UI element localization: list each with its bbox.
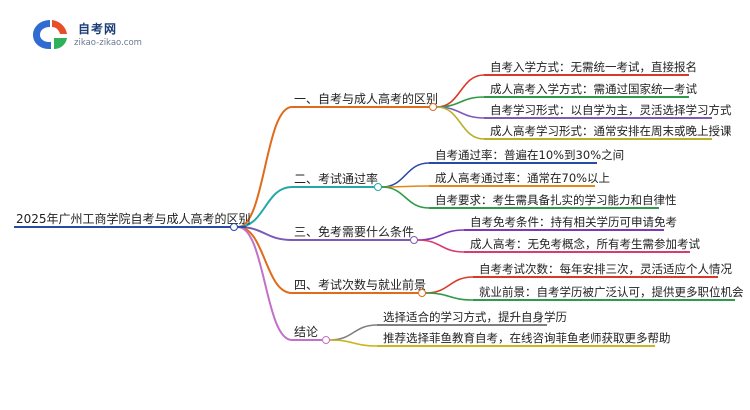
root-collapse-toggle[interactable] — [230, 223, 238, 231]
logo-title: 自考网 — [78, 22, 118, 36]
site-logo: 自考网 zikao-zikao.com — [30, 14, 190, 54]
branch-topic-3: 三、免考需要什么条件 — [294, 225, 415, 239]
leaf-topic: 就业前景：自考学历被广泛认可，提供更多职位机会 — [479, 285, 744, 299]
leaf-topic: 成人高考学习形式：通常安排在周末或晚上授课 — [490, 124, 732, 138]
branch-underline-4 — [292, 292, 418, 294]
branch-topic-1: 一、自考与成人高考的区别 — [294, 92, 439, 106]
leaf-underline — [484, 74, 689, 76]
leaf-topic: 自考免考条件：持有相关学历可申请免考 — [470, 215, 677, 229]
logo-url: zikao-zikao.com — [74, 38, 142, 48]
branch-topic-4: 四、考试次数与就业前景 — [294, 278, 427, 292]
branch-collapse-toggle-2[interactable] — [374, 183, 382, 191]
leaf-underline — [484, 138, 712, 140]
root-topic: 2025年广州工商学院自考与成人高考的区别 — [16, 212, 251, 226]
leaf-topic: 自考要求：考生需具备扎实的学习能力和自律性 — [435, 193, 677, 207]
zikao-logo-icon — [33, 20, 67, 49]
leaf-underline — [429, 185, 595, 187]
leaf-underline — [464, 251, 690, 253]
branch-topic-2: 二、考试通过率 — [294, 172, 379, 186]
leaf-topic: 成人高考入学方式：需通过国家统一考试 — [490, 82, 697, 96]
leaf-underline — [429, 162, 597, 164]
branch-underline-3 — [292, 239, 410, 241]
branch-underline-5 — [292, 339, 322, 341]
leaf-underline — [473, 276, 718, 278]
branch-underline-1 — [292, 106, 429, 108]
leaf-topic: 推荐选择菲鱼教育自考，在线咨询菲鱼老师获取更多帮助 — [383, 331, 671, 345]
leaf-underline — [429, 207, 659, 209]
branch-collapse-toggle-5[interactable] — [322, 336, 330, 344]
leaf-underline — [484, 96, 689, 98]
root-underline — [14, 226, 246, 228]
leaf-underline — [464, 229, 664, 231]
branch-collapse-toggle-1[interactable] — [429, 103, 437, 111]
leaf-topic: 成人高考：无免考概念，所有考生需参加考试 — [470, 237, 700, 251]
leaf-topic: 成人高考通过率：通常在70%以上 — [435, 171, 611, 185]
leaf-underline — [377, 324, 547, 326]
branch-collapse-toggle-3[interactable] — [410, 236, 418, 244]
branch-underline-2 — [292, 186, 374, 188]
branch-topic-5: 结论 — [294, 325, 319, 339]
leaf-underline — [377, 345, 655, 347]
leaf-topic: 自考考试次数：每年安排三次，灵活适应个人情况 — [479, 262, 732, 276]
leaf-topic: 选择适合的学习方式，提升自身学历 — [383, 310, 567, 324]
branch-collapse-toggle-4[interactable] — [418, 289, 426, 297]
leaf-topic: 自考入学方式：无需统一考试，直接报名 — [490, 60, 697, 74]
leaf-topic: 自考学习形式：以自学为主，灵活选择学习方式 — [490, 103, 732, 117]
leaf-underline — [473, 299, 735, 301]
leaf-underline — [484, 117, 712, 119]
leaf-topic: 自考通过率：普遍在10%到30%之间 — [435, 148, 625, 162]
